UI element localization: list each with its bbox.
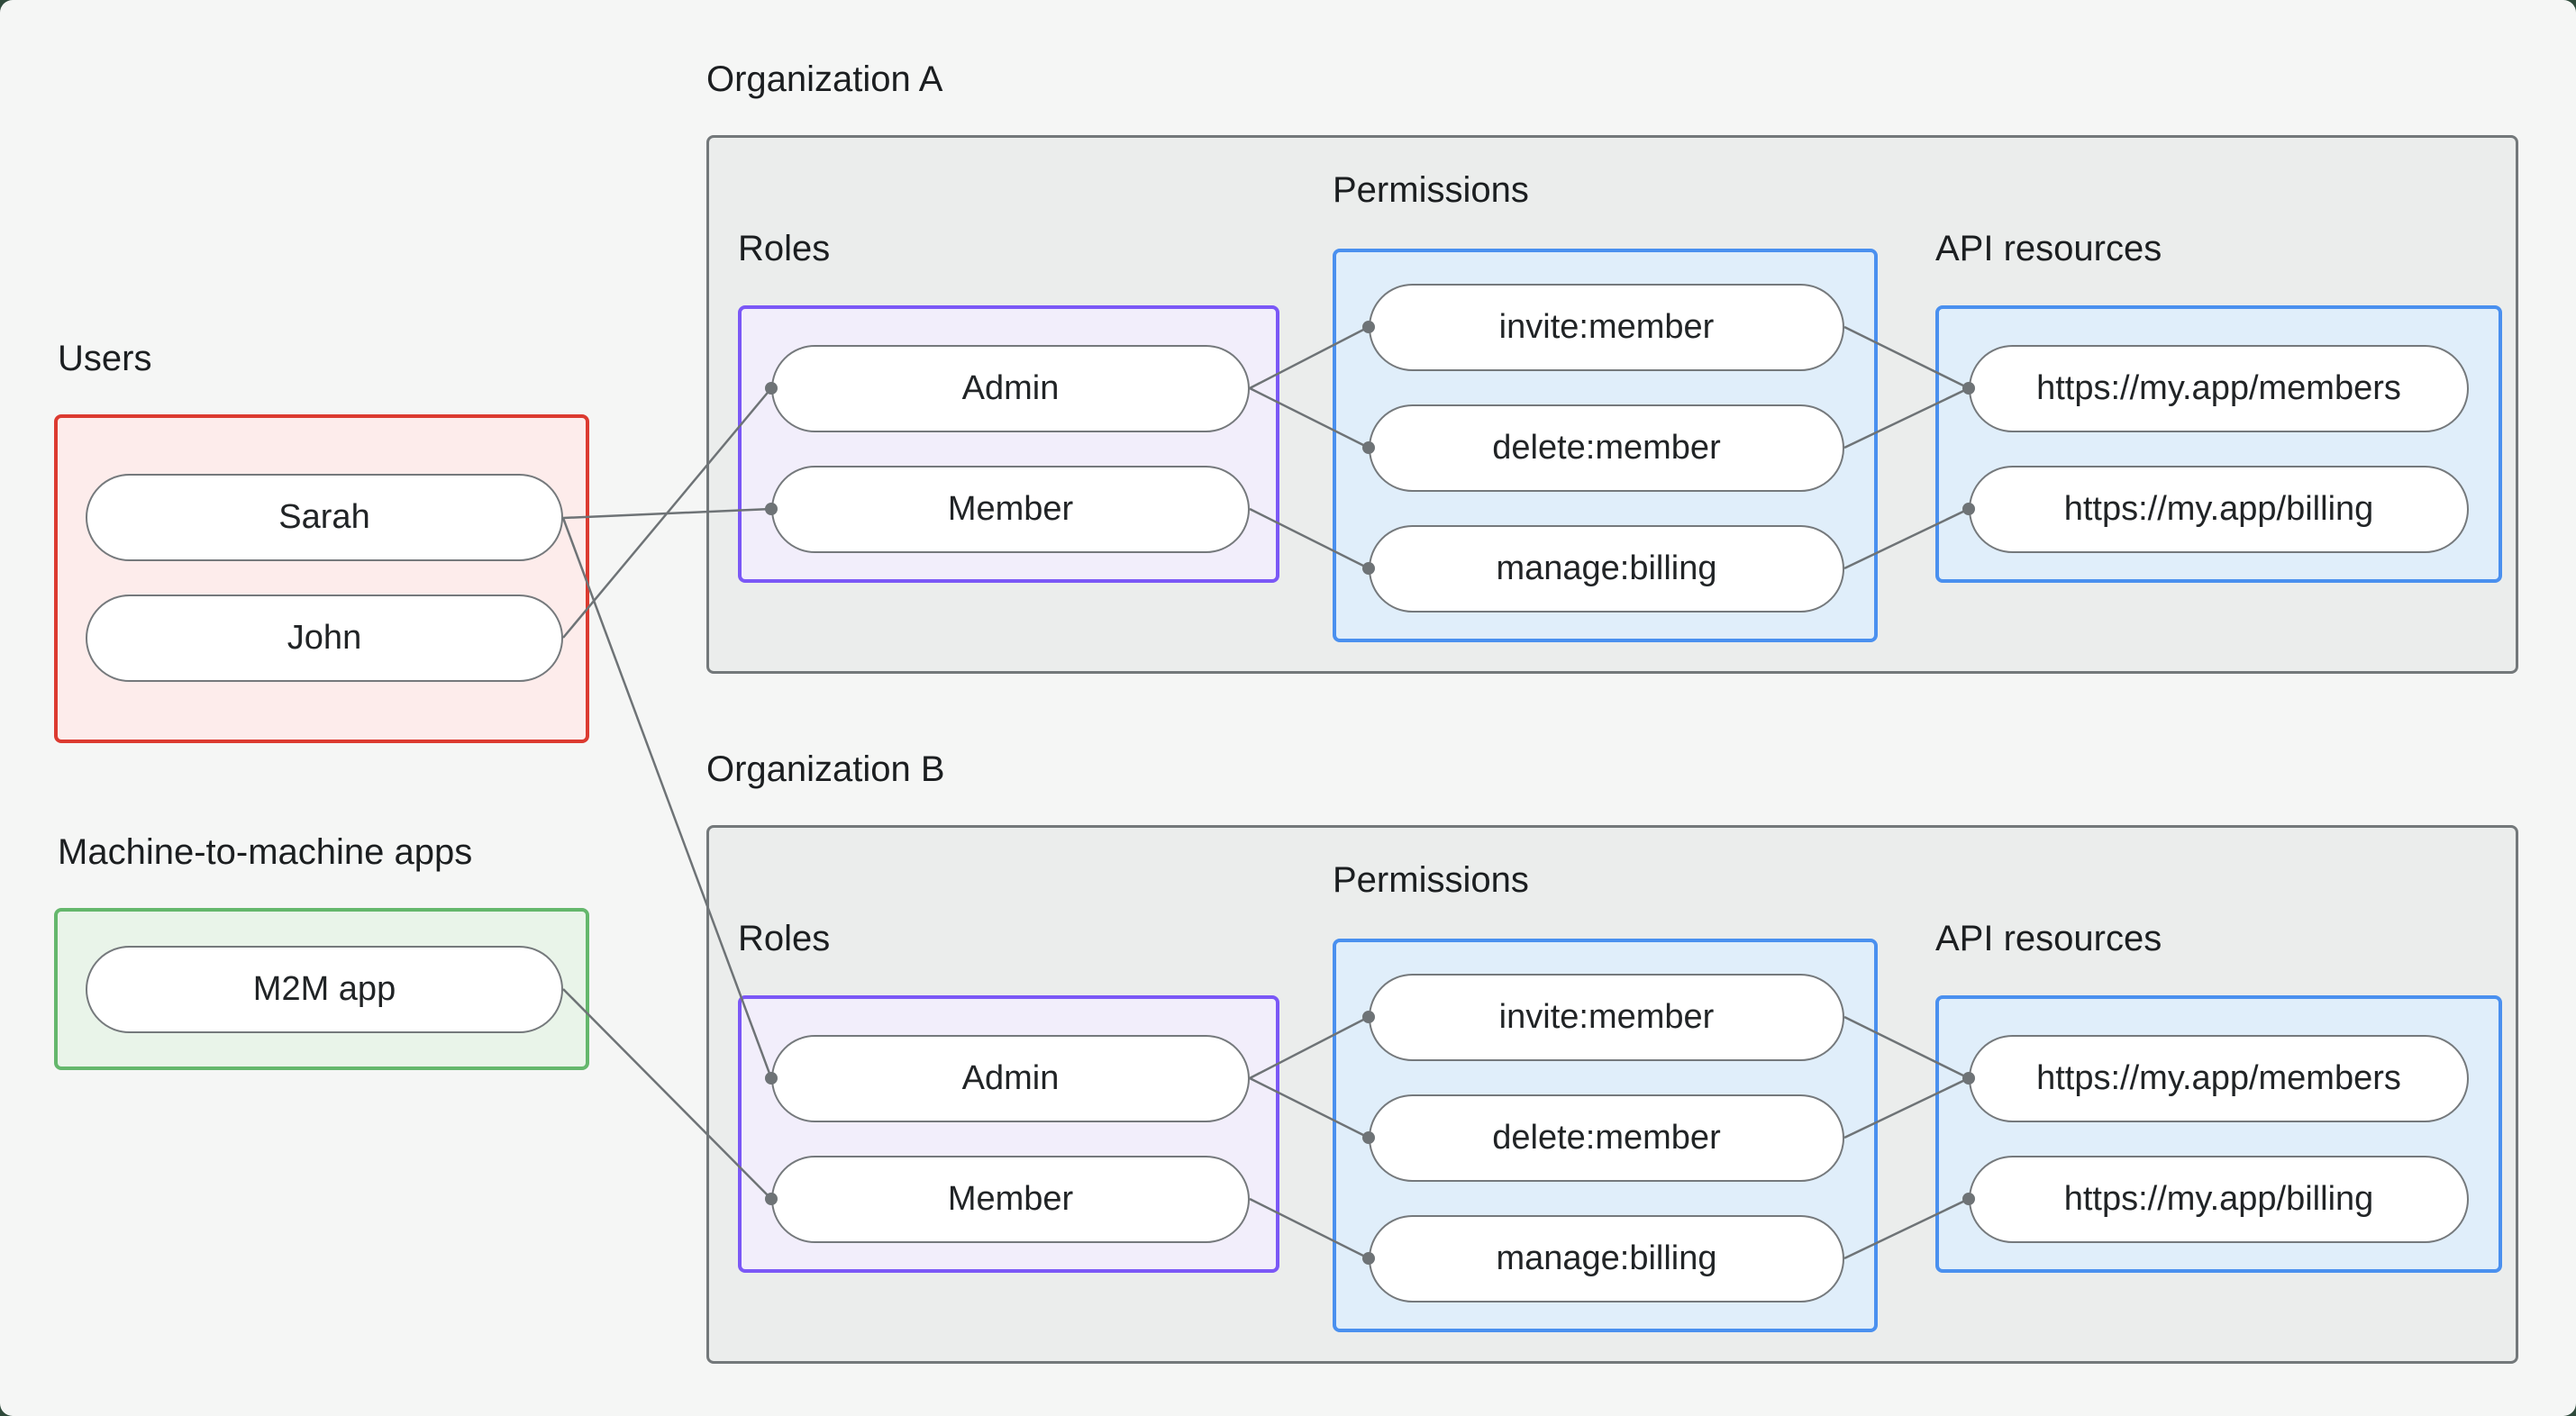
permissions-a-label: Permissions xyxy=(1333,170,1529,210)
node-delete-a: delete:member xyxy=(1369,404,1844,492)
node-invite-b: invite:member xyxy=(1369,974,1844,1061)
node-member-a: Member xyxy=(771,466,1250,553)
node-m2m-app: M2M app xyxy=(86,946,563,1033)
api-resources-a-label: API resources xyxy=(1935,229,2162,268)
permissions-b-label: Permissions xyxy=(1333,860,1529,900)
node-member-b: Member xyxy=(771,1156,1250,1243)
org-a-label: Organization A xyxy=(706,59,943,99)
node-members-a: https://my.app/members xyxy=(1969,345,2469,432)
api-resources-b-label: API resources xyxy=(1935,919,2162,958)
group-users-box xyxy=(54,414,589,743)
node-john: John xyxy=(86,595,563,682)
roles-b-label: Roles xyxy=(738,919,831,958)
node-admin-b: Admin xyxy=(771,1035,1250,1122)
roles-a-label: Roles xyxy=(738,229,831,268)
node-members-b: https://my.app/members xyxy=(1969,1035,2469,1122)
node-sarah: Sarah xyxy=(86,474,563,561)
users-label: Users xyxy=(58,339,152,378)
node-admin-a: Admin xyxy=(771,345,1250,432)
node-invite-a: invite:member xyxy=(1369,284,1844,371)
node-billing-b: https://my.app/billing xyxy=(1969,1156,2469,1243)
node-delete-b: delete:member xyxy=(1369,1094,1844,1182)
m2m-label: Machine-to-machine apps xyxy=(58,832,473,872)
node-manage-a: manage:billing xyxy=(1369,525,1844,613)
node-manage-b: manage:billing xyxy=(1369,1215,1844,1303)
org-b-label: Organization B xyxy=(706,749,945,789)
node-billing-a: https://my.app/billing xyxy=(1969,466,2469,553)
